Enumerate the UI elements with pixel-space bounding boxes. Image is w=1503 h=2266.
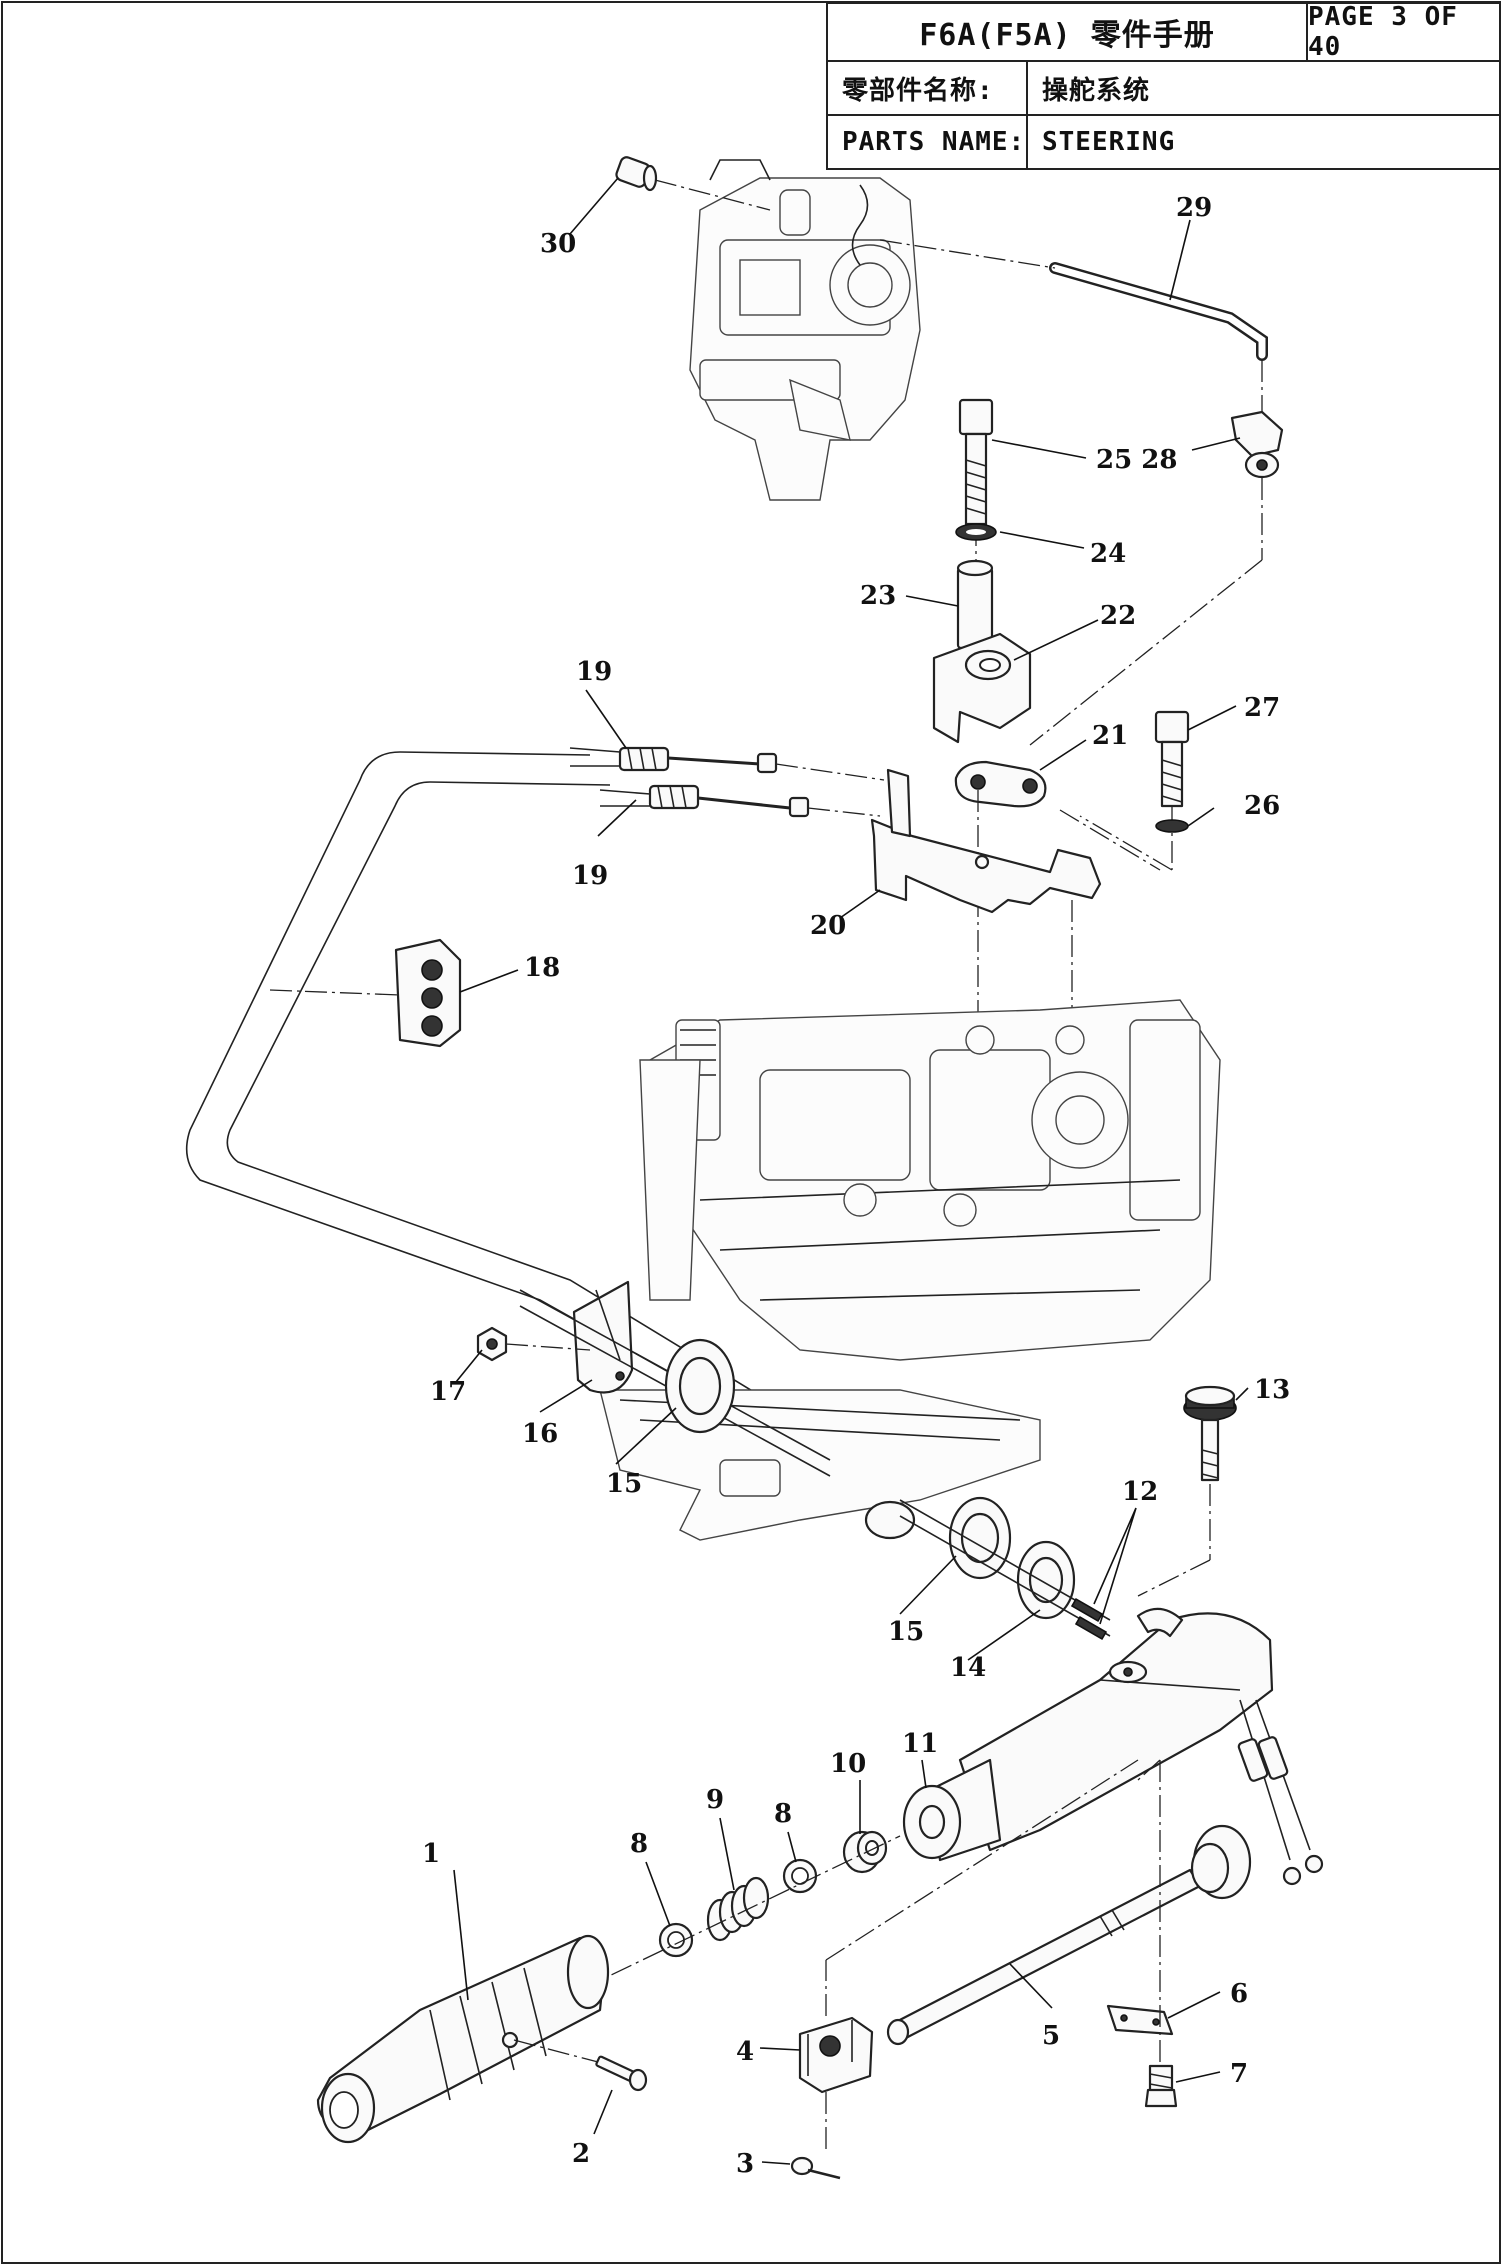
callout-8a: 8 [630,1829,648,1859]
callout-8b: 8 [774,1799,792,1829]
part-4-stopper-block [798,2016,874,2094]
callout-19a: 19 [576,657,612,687]
part-15-grommet-lower [948,1496,1012,1580]
callout-29: 29 [1176,193,1212,223]
callout-9: 9 [706,1785,724,1815]
callout-6: 6 [1230,1979,1248,2009]
part-23-collar [956,559,994,650]
part-27-bolt [1154,710,1190,808]
part-11-tiller-arm [902,1607,1274,1862]
callout-15a: 15 [606,1469,642,1499]
callout-15b: 15 [888,1617,924,1647]
callout-20: 20 [810,911,846,941]
parts-name-value-en: STEERING [1042,127,1176,157]
parts-name-value-cn: 操舵系统 [1042,75,1151,106]
part-26-washer [1155,819,1189,833]
callout-labels: 1 2 3 4 5 6 7 8 8 9 10 11 12 13 14 15 15… [422,193,1290,2179]
part-14-grommet [1016,1540,1076,1620]
part-22-bracket-block [932,632,1032,744]
callout-24: 24 [1090,539,1126,569]
part-8-washer-a [658,1922,694,1958]
leader-lines [453,177,1249,2165]
part-20-plate-bracket [870,768,1102,914]
callout-26: 26 [1244,791,1280,821]
part-1-twist-grip [316,1934,610,2144]
carburetor-assembly [689,159,921,501]
cable-route-outline [185,751,801,1441]
callout-22: 22 [1100,601,1136,631]
part-21-link-plate [954,760,1047,808]
part-28-rod-end [1230,410,1284,479]
callout-18: 18 [524,953,560,983]
callout-25-28: 25 28 [1096,445,1177,475]
part-18-cable-holder [394,938,462,1048]
throttle-cable-tips [1237,1736,1324,1886]
callout-27: 27 [1244,693,1280,723]
part-25-bolt [958,398,994,526]
part-8-washer-b [782,1858,818,1894]
doc-title: F6A(F5A) 零件手册 [919,18,1215,53]
part-15-grommet-upper [664,1338,736,1434]
callout-11: 11 [902,1729,938,1759]
part-5-throttle-shaft [886,1824,1252,2046]
part-29-link-rod [1049,262,1268,361]
part-16-cable-plate [572,1280,634,1394]
part-10-bushing [842,1830,888,1874]
part-7-screw [1144,2064,1178,2108]
callout-14: 14 [950,1653,986,1683]
callout-23: 23 [860,581,896,611]
part-6-stopper-plate [1106,2004,1174,2036]
part-9-spring [706,1876,770,1942]
callout-13: 13 [1254,1375,1290,1405]
callout-30: 30 [540,229,576,259]
part-19-throttle-cables [569,746,810,818]
callout-16: 16 [522,1419,558,1449]
callout-12: 12 [1122,1477,1158,1507]
title-block: F6A(F5A) 零件手册 PAGE 3 OF 40 零部件名称: 操舵系统 P… [826,2,1501,170]
part-30-pin [615,156,658,192]
callout-5: 5 [1042,2021,1060,2051]
engine-block [639,999,1221,1361]
callout-10: 10 [830,1749,866,1779]
part-2-screw [595,2055,648,2092]
callout-21: 21 [1092,721,1128,751]
part-17-nut [476,1326,508,1362]
part-13-friction-knob [1183,1385,1237,1482]
callout-2: 2 [572,2139,590,2169]
callout-19b: 19 [572,861,608,891]
callout-17: 17 [430,1377,466,1407]
callout-1: 1 [422,1839,440,1869]
part-3-cotter-pin [790,2156,841,2180]
parts-name-label-en: PARTS NAME: [842,127,1026,157]
callout-3: 3 [736,2149,754,2179]
callout-4: 4 [736,2037,754,2067]
page-number: PAGE 3 OF 40 [1308,2,1458,62]
parts-name-label-cn: 零部件名称: [842,75,994,106]
part-12-cable-ends [1070,1597,1108,1641]
callout-7: 7 [1230,2059,1248,2089]
